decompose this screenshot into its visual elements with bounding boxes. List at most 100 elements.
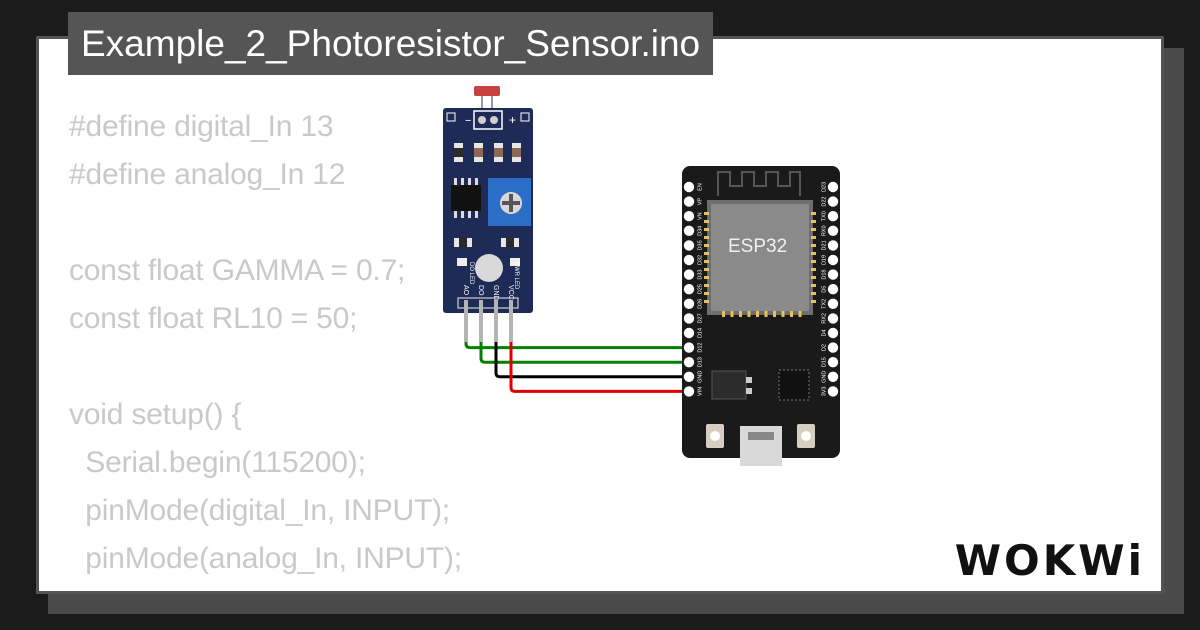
pin-vp-left[interactable] — [683, 196, 695, 207]
module-pad — [773, 311, 776, 317]
code-line: pinMode(digital_In, INPUT); — [69, 494, 451, 527]
pin-d22-right[interactable] — [827, 196, 839, 207]
module-pad — [704, 300, 709, 303]
pin-label-do: DO — [477, 285, 484, 296]
pin-d4-right[interactable] — [827, 327, 839, 339]
module-pad — [704, 260, 709, 263]
led-indicator — [475, 254, 503, 282]
module-pad — [811, 260, 816, 263]
do-led-label: DO LED — [468, 262, 474, 285]
preview-card: #define digital_In 13#define analog_In 1… — [36, 36, 1164, 594]
regulator-pin — [746, 377, 752, 383]
code-line: const float GAMMA = 0.7; — [69, 254, 406, 287]
esp32-devkit-board[interactable]: ESP32 ENVPVND34D35D32D33D25D26D27D14D12D… — [682, 166, 840, 466]
code-line: const float RL10 = 50; — [69, 302, 358, 335]
pin-d32-left[interactable] — [683, 254, 695, 266]
pin-d34-left[interactable] — [683, 225, 695, 236]
pin-label-right: D19 — [822, 255, 828, 265]
pin-label-left: GND — [698, 371, 704, 383]
pwr-led — [510, 258, 520, 266]
photoresistor-sensor-module[interactable]: − + DO — [443, 86, 533, 342]
pin-label-right: TX2 — [822, 299, 828, 309]
pin-d35-left[interactable] — [683, 240, 695, 251]
antenna-trace — [717, 171, 801, 196]
pin-d19-right[interactable] — [827, 254, 839, 266]
smd-resistors — [454, 143, 521, 162]
pin-label-vcc: VCC — [507, 285, 514, 300]
wire-vcc-to-vin[interactable] — [509, 339, 691, 393]
code-line: void setup() { — [69, 398, 242, 431]
module-pad — [790, 311, 793, 317]
module-pad — [722, 311, 725, 317]
pin-3v3-right[interactable] — [827, 386, 839, 397]
module-pad — [704, 220, 709, 223]
pin-label-left: D34 — [698, 226, 704, 236]
module-pad — [798, 311, 802, 317]
module-pad — [811, 284, 816, 287]
comparator-ic — [451, 178, 481, 218]
pin-d23-right[interactable] — [827, 181, 839, 193]
pin-label-right: D15 — [822, 357, 828, 367]
pin-label-right: RX2 — [822, 313, 828, 324]
pin-label-right: D4 — [822, 329, 828, 336]
pin-tx2-right[interactable] — [827, 298, 839, 309]
ldr-socket — [473, 110, 503, 130]
pin-d12-left[interactable] — [683, 342, 695, 353]
module-pad — [730, 311, 734, 317]
pin-d15-right[interactable] — [827, 357, 839, 368]
code-listing: #define digital_In 13#define analog_In 1… — [69, 103, 669, 591]
pin-d26-left[interactable] — [683, 298, 695, 309]
code-line: } — [69, 583, 669, 591]
module-pad — [811, 292, 816, 295]
regulator-pin — [746, 388, 752, 394]
pin-label-left: D35 — [698, 240, 704, 250]
module-pad — [781, 311, 785, 317]
pin-label-left: D33 — [698, 270, 704, 280]
pin-d21-right[interactable] — [827, 240, 839, 251]
module-pad — [704, 228, 709, 231]
boot-button-cap — [801, 431, 811, 441]
pin-gnd-left[interactable] — [683, 371, 695, 382]
pin-d25-left[interactable] — [683, 284, 695, 295]
pin-rx2-right[interactable] — [827, 313, 839, 324]
module-pad — [739, 311, 742, 317]
wire-gnd-to-gnd[interactable] — [494, 339, 691, 379]
module-pad — [811, 220, 816, 223]
pin-d27-left[interactable] — [683, 313, 695, 324]
pin-vn-left[interactable] — [683, 211, 695, 222]
pin-tx0-right[interactable] — [827, 211, 839, 222]
module-pad — [704, 284, 709, 287]
wire-ao-to-d12[interactable] — [464, 339, 691, 350]
potentiometer[interactable] — [488, 178, 531, 226]
pin-label-gnd: GND — [492, 285, 499, 301]
minus-label: − — [465, 115, 471, 127]
pin-label-right: D21 — [822, 240, 828, 250]
module-pad — [704, 212, 709, 215]
pin-d14-left[interactable] — [683, 327, 695, 339]
pin-en-left[interactable] — [683, 181, 695, 193]
pin-rx0-right[interactable] — [827, 225, 839, 236]
pin-d18-right[interactable] — [827, 269, 839, 280]
module-pad — [811, 268, 816, 271]
pin-d13-left[interactable] — [683, 357, 695, 368]
pin-label-right: D23 — [822, 182, 828, 192]
module-pad — [747, 311, 751, 317]
module-pad — [704, 236, 709, 239]
module-pad — [811, 276, 816, 279]
mount-hole — [520, 112, 530, 122]
pin-label-left: D26 — [698, 299, 704, 309]
pin-d2-right[interactable] — [827, 342, 839, 353]
wire-do-to-d13[interactable] — [479, 339, 691, 364]
en-button-cap — [710, 431, 720, 441]
pin-d5-right[interactable] — [827, 284, 839, 295]
pin-d33-left[interactable] — [683, 269, 695, 280]
pin-label-right: D18 — [822, 270, 828, 280]
wires — [464, 339, 691, 393]
voltage-regulator — [711, 370, 747, 400]
module-pad — [704, 276, 709, 279]
pin-vin-left[interactable] — [683, 386, 695, 397]
pin-label-left: D12 — [698, 343, 704, 353]
pin-gnd-right[interactable] — [827, 371, 839, 382]
module-pad — [704, 268, 709, 271]
